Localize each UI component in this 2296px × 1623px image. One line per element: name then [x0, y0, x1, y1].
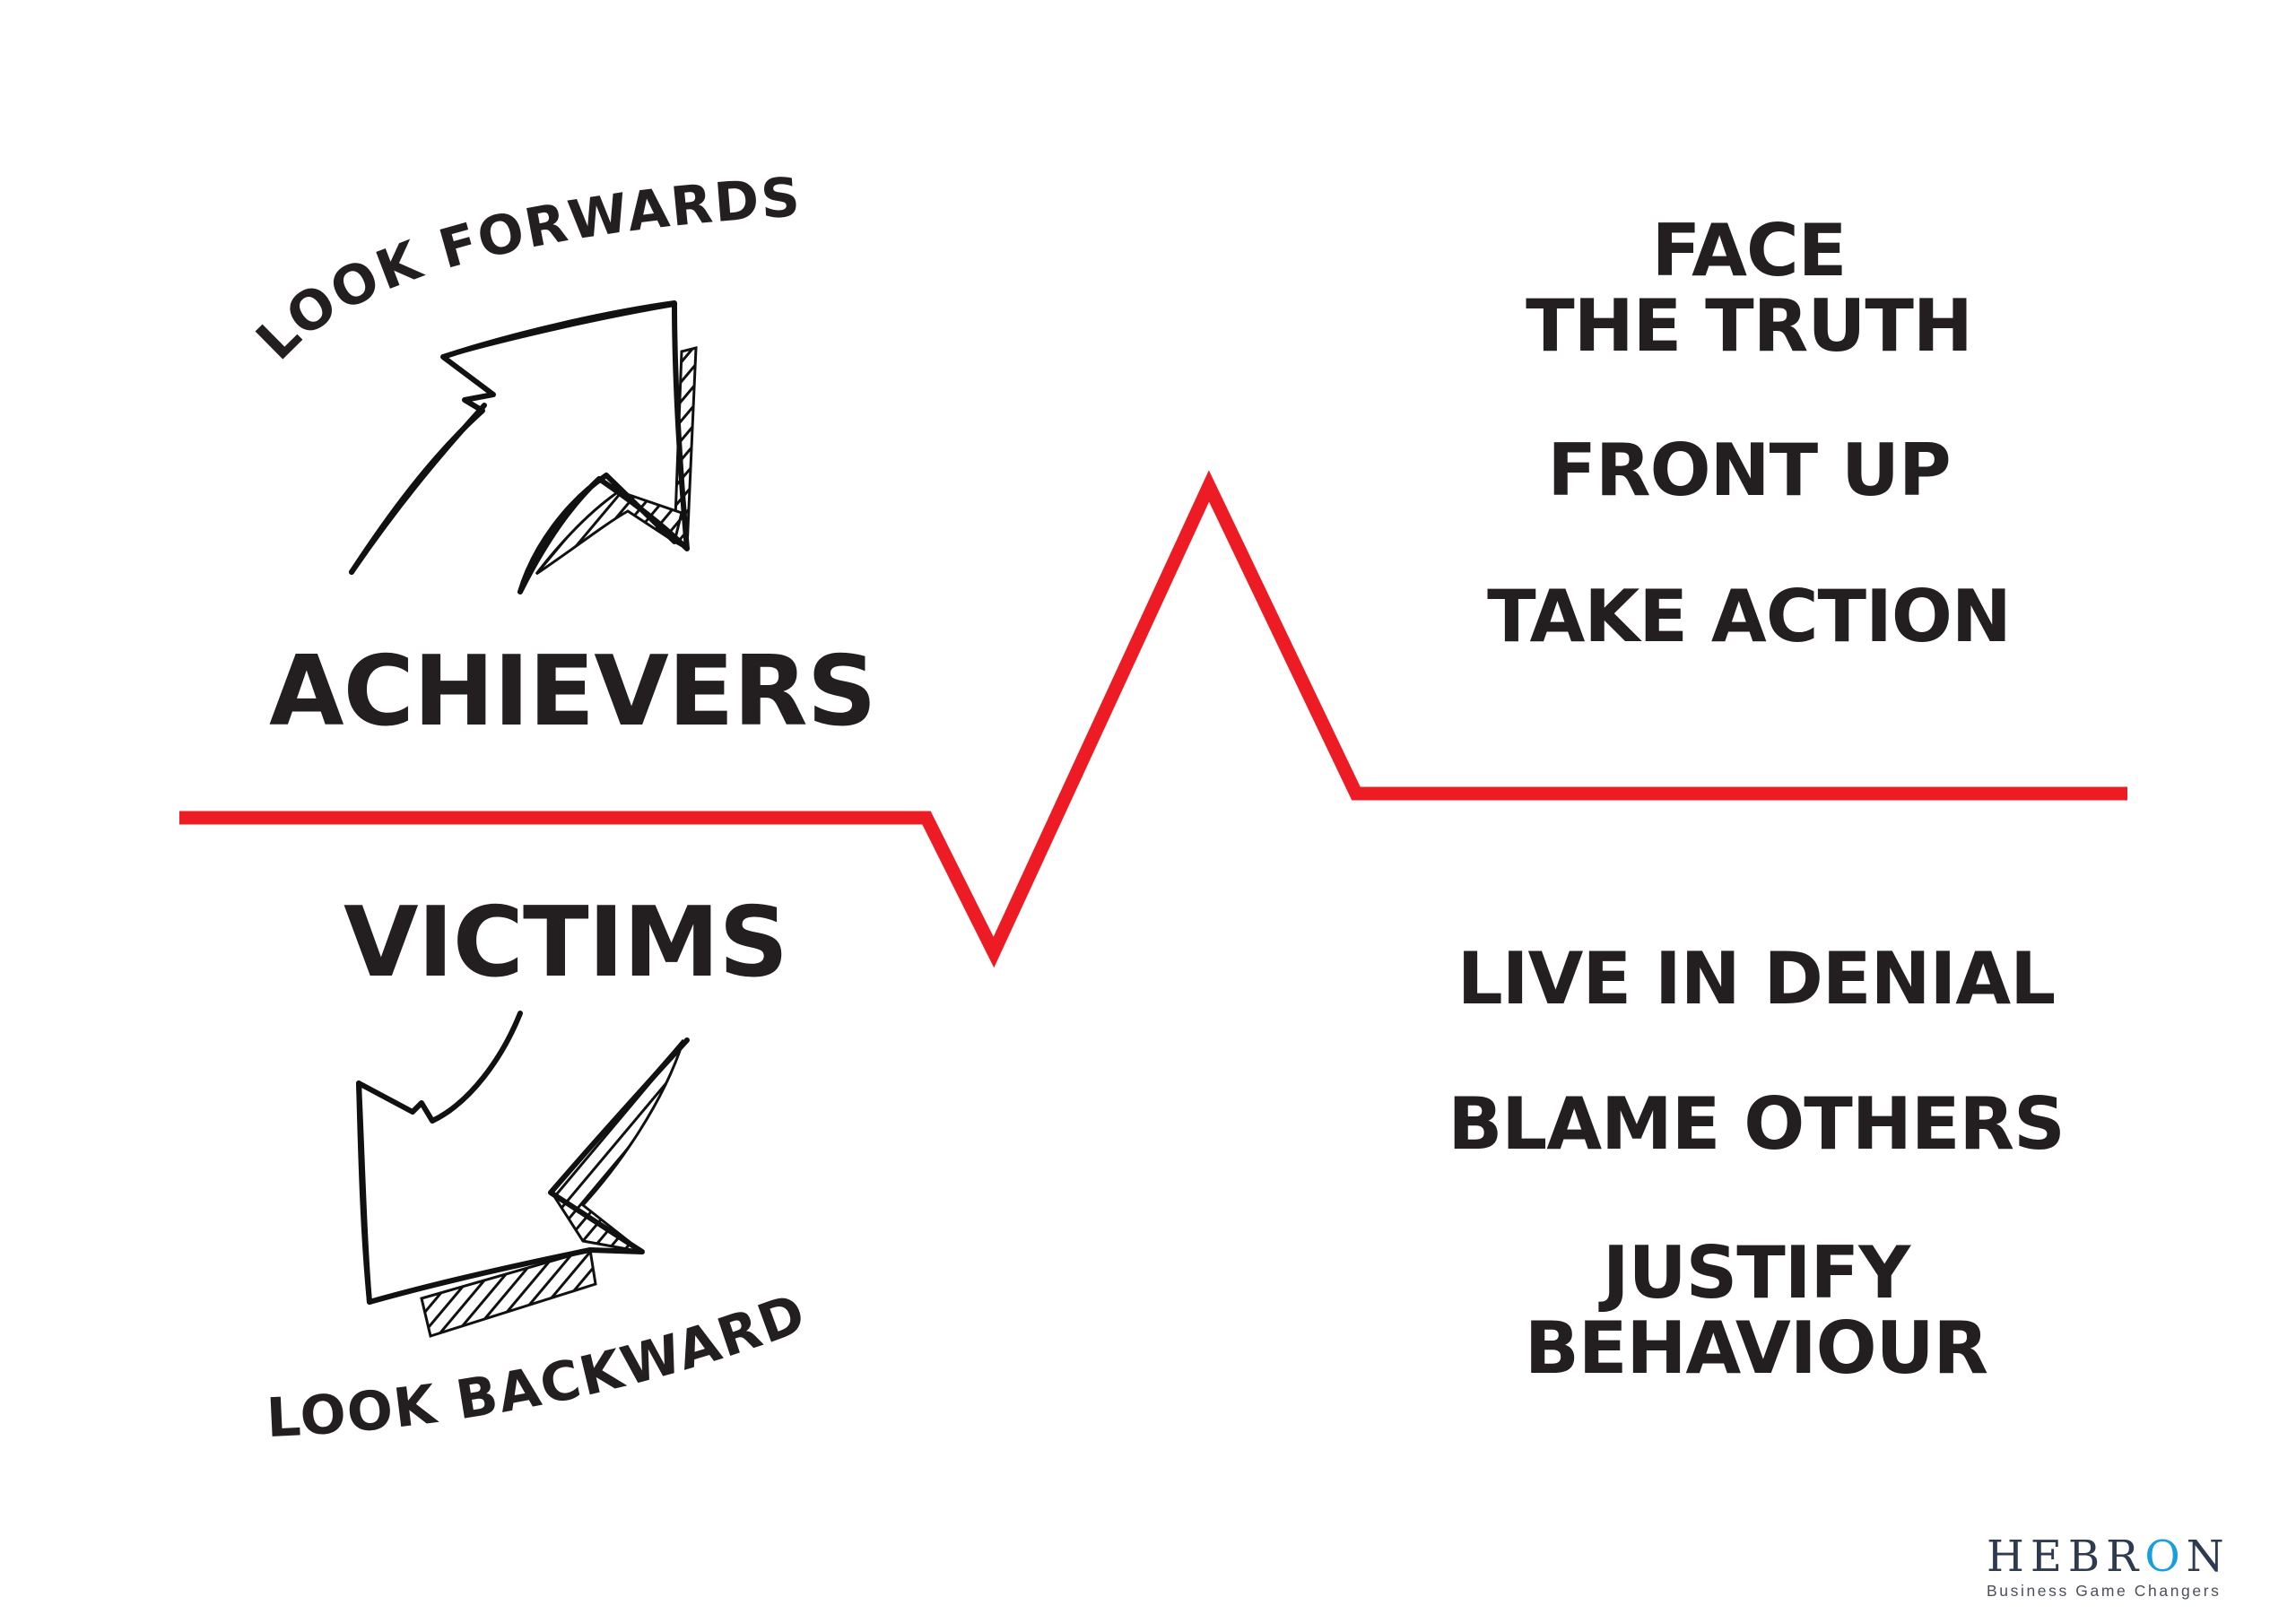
- arrow-down-left-icon: [356, 1011, 690, 1338]
- trait-front-up: FRONT UP: [1547, 429, 1951, 512]
- logo-tagline: Business Game Changers: [1987, 1582, 2222, 1600]
- achievers-heading: ACHIEVERS: [269, 636, 876, 748]
- logo-word-end: N: [2186, 1532, 2231, 1582]
- logo-word-accent: O: [2144, 1532, 2187, 1582]
- trait-justify-line1: JUSTIFY: [1602, 1231, 1910, 1315]
- arrow-up-right-icon: [349, 300, 698, 595]
- trait-live-in-denial: LIVE IN DENIAL: [1457, 937, 2056, 1020]
- pulse-line: [179, 470, 2127, 968]
- victims-heading: VICTIMS: [344, 887, 788, 999]
- trait-face-the-truth: FACE THE TRUTH: [1345, 213, 2152, 364]
- look-forwards-label: LOOK FORWARDS: [245, 166, 804, 372]
- trait-justify-line2: BEHAVIOUR: [1524, 1306, 1988, 1390]
- trait-justify-behaviour: JUSTIFY BEHAVIOUR: [1352, 1236, 2160, 1386]
- logo-word-start: HEBR: [1987, 1532, 2145, 1582]
- trait-face-line1: FACE: [1651, 209, 1848, 292]
- hebron-logo: HEBRON Business Game Changers: [1987, 1535, 2256, 1601]
- look-forwards-text: LOOK FORWARDS: [245, 166, 802, 372]
- trait-blame-others: BLAME OTHERS: [1448, 1082, 2065, 1166]
- trait-take-action: TAKE ACTION: [1487, 575, 2012, 658]
- trait-face-line2: THE TRUTH: [1526, 284, 1973, 368]
- logo-wordmark: HEBRON: [1987, 1535, 2256, 1578]
